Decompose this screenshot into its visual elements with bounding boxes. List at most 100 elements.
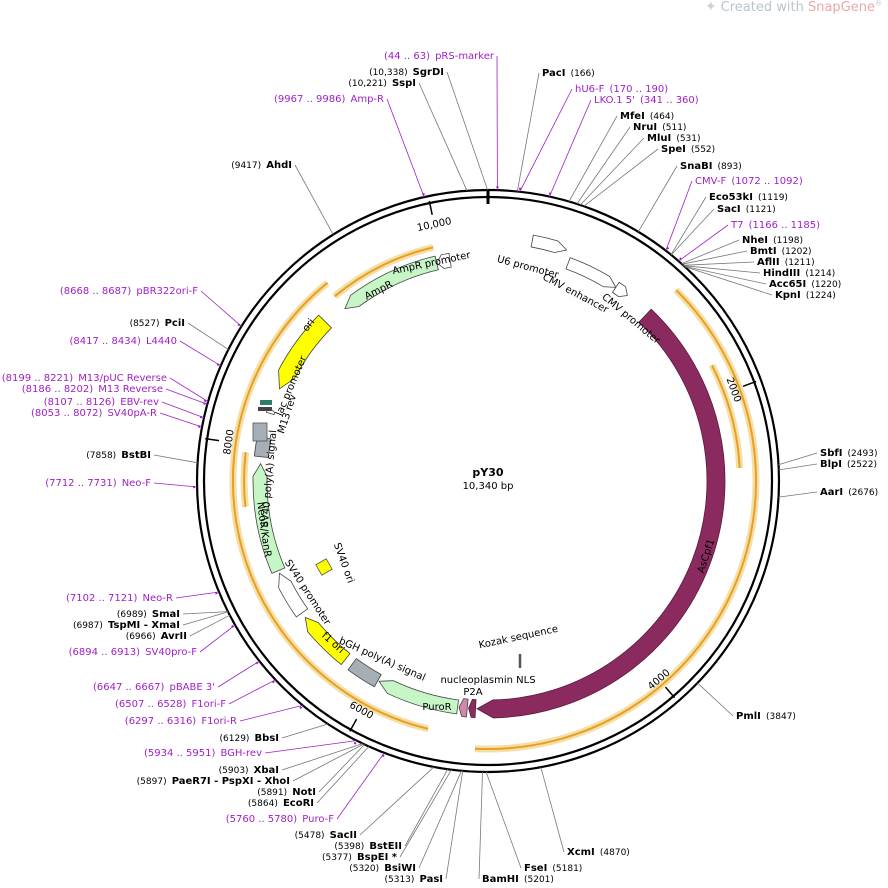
site-label-paci[interactable]: PacI (166) [542,61,595,80]
primer-label-m13-reverse[interactable]: (8186 .. 8202) M13 Reverse [22,377,163,396]
primer-mark-bgh-rev[interactable] [353,741,357,745]
site-label-nrui[interactable]: NruI (511) [633,115,686,134]
site-label-acc65i[interactable]: Acc65I (1220) [769,272,841,291]
site-label-eco53ki[interactable]: Eco53kI (1119) [709,185,788,204]
site-label-sacii[interactable]: (5478) SacII [295,823,357,842]
feature-ascpf1[interactable] [476,308,726,719]
site-label-aflii[interactable]: AflII (1211) [757,250,815,269]
site-label-smai[interactable]: (6989) SmaI [117,602,180,621]
primer-label-hu6-f[interactable]: hU6-F (170 .. 190) [575,77,668,96]
site-label-xbai[interactable]: (5903) XbaI [219,758,279,777]
orf-arc-4[interactable] [334,246,434,298]
feature-sv40-poly-a-signal[interactable] [253,435,272,458]
primer-label-neo-r[interactable]: (7102 .. 7121) Neo-R [66,586,173,605]
site-label-sspi[interactable]: (10,221) SspI [348,71,416,90]
site-label-hindiii[interactable]: HindIII (1214) [763,261,835,280]
site-label-pmli[interactable]: PmlI (3847) [736,704,796,723]
orf-arc-0[interactable] [474,289,758,751]
primer-label-t7[interactable]: T7 (1166 .. 1185) [730,213,820,232]
site-position: (5201) [524,875,554,885]
site-label-bsiwi[interactable]: (5320) BsiWI [349,856,416,875]
orf-arc-2[interactable] [711,364,741,469]
site-label-aari[interactable]: AarI (2676) [820,480,878,499]
site-label-spei[interactable]: SpeI (552) [661,137,715,156]
primer-label-prs-marker[interactable]: (44 .. 63) pRS-marker [384,44,495,63]
site-label-nhei[interactable]: NheI (1198) [742,228,803,247]
site-label-sbfi[interactable]: SbfI (2493) [820,441,877,460]
primer-label-pbabe-3[interactable]: (6647 .. 6667) pBABE 3' [93,675,215,694]
primer-mark-m13-puc-reverse[interactable] [203,399,207,403]
feature-p2a[interactable] [458,698,469,718]
site-label-blpi[interactable]: BlpI (2522) [820,452,877,471]
primer-label-ebv-rev[interactable]: (8107 .. 8126) EBV-rev [44,390,159,409]
primer-mark-f1ori-f[interactable] [271,680,275,684]
feature-u6-promoter[interactable] [530,234,568,253]
primer-label-puro-f[interactable]: (5760 .. 5780) Puro-F [226,807,335,826]
site-label-bspei[interactable]: (5377) BspEI * [322,845,398,864]
site-label-pasi[interactable]: (5313) PasI [384,867,443,886]
m13-rev-box[interactable] [258,407,272,411]
primer-label-lko-1-5[interactable]: LKO.1 5' (341 .. 360) [594,88,699,107]
orf-arc-3[interactable] [243,452,247,508]
site-label-ahdi[interactable]: (9417) AhdI [231,153,292,172]
site-label-bmti[interactable]: BmtI (1202) [750,239,812,258]
site-label-noti[interactable]: (5891) NotI [257,780,316,799]
primer-mark-f1ori-r[interactable] [299,706,303,710]
feature-neor-kanr[interactable] [252,462,286,574]
primer-mark-cmv-f[interactable] [666,246,670,250]
site-label-paer7i-pspxi-xhoi[interactable]: (5897) PaeR7I - PspXI - XhoI [137,769,290,788]
primer-mark-sv40pro-f[interactable] [231,625,234,628]
primer-label-f1ori-f[interactable]: (6507 .. 6528) F1ori-F [115,692,226,711]
site-label-saci[interactable]: SacI (1121) [717,197,776,216]
site-label-pcii[interactable]: (8527) PciI [130,311,185,330]
primer-label-sv40pro-f[interactable]: (6894 .. 6913) SV40pro-F [69,640,198,659]
site-label-sgrdi[interactable]: (10,338) SgrDI [369,60,444,79]
primer-label-bgh-rev[interactable]: (5934 .. 5951) BGH-rev [144,741,262,760]
primer-mark-neo-r[interactable] [214,591,218,595]
primer-mark-m13-reverse[interactable] [203,402,206,405]
site-label-bstbi[interactable]: (7858) BstBI [86,443,151,462]
primer-name: BGH-rev [220,748,262,759]
primer-mark-l4440[interactable] [216,363,220,366]
feature-puror[interactable] [378,680,459,715]
sv40-ori-box[interactable] [315,558,333,576]
site-label-bamhi[interactable]: BamHI (5201) [482,867,554,886]
site-label-ecori[interactable]: (5864) EcoRI [248,791,314,810]
feature-nucleoplasmin-nls[interactable] [468,699,477,719]
primer-label-sv40pa-r[interactable]: (8053 .. 8072) SV40pA-R [31,401,157,420]
primer-mark-pbabe-3[interactable] [255,661,259,665]
site-position: (5478) [295,831,325,841]
site-label-xcmi[interactable]: XcmI (4870) [567,840,630,859]
feature-f1-ori[interactable] [304,616,351,666]
feature-cmv-enhancer[interactable] [565,257,617,288]
feature-bgh-poly-a-signal[interactable] [347,657,382,688]
feature-ori[interactable] [278,314,333,390]
feature-sv40-promoter[interactable] [278,572,309,618]
orf-arc-1[interactable] [231,282,429,730]
lac-operator-box[interactable] [260,400,272,405]
primer-label-m13-puc-reverse[interactable]: (8199 .. 8221) M13/pUC Reverse [2,366,167,385]
site-label-bbsi[interactable]: (6129) BbsI [220,726,279,745]
site-label-snabi[interactable]: SnaBI (893) [680,154,742,173]
primer-mark-pbr322ori-f[interactable] [237,323,241,327]
primer-label-pbr322ori-f[interactable]: (8668 .. 8687) pBR322ori-F [60,279,198,298]
site-label-avrii[interactable]: (6966) AvrII [126,624,187,643]
site-label-mfei[interactable]: MfeI (464) [620,104,674,123]
site-label-bsteii[interactable]: (5398) BstEII [334,834,402,853]
sv40-polya-box[interactable] [252,422,268,442]
primer-mark-puro-f[interactable] [381,754,385,757]
primer-mark-t7[interactable] [679,257,682,261]
primer-label-f1ori-r[interactable]: (6297 .. 6316) F1ori-R [125,709,237,728]
primer-label-cmv-f[interactable]: CMV-F (1072 .. 1092) [695,169,803,188]
primer-label-amp-r[interactable]: (9967 .. 9986) Amp-R [274,87,384,106]
site-label-kpni[interactable]: KpnI (1224) [775,283,836,302]
primer-label-neo-f[interactable]: (7712 .. 7731) Neo-F [45,471,151,490]
site-label-fsei[interactable]: FseI (5181) [524,856,582,875]
primer-label-l4440[interactable]: (8417 .. 8434) L4440 [69,329,177,348]
site-label-tspmi-xmai[interactable]: (6987) TspMI - XmaI [73,613,180,632]
site-label-mlui[interactable]: MluI (531) [647,126,701,145]
feature-cmv-promoter[interactable] [611,281,628,298]
feature-ampr-promoter[interactable] [436,252,452,269]
primer-leader-sv40pa-r [159,412,203,428]
